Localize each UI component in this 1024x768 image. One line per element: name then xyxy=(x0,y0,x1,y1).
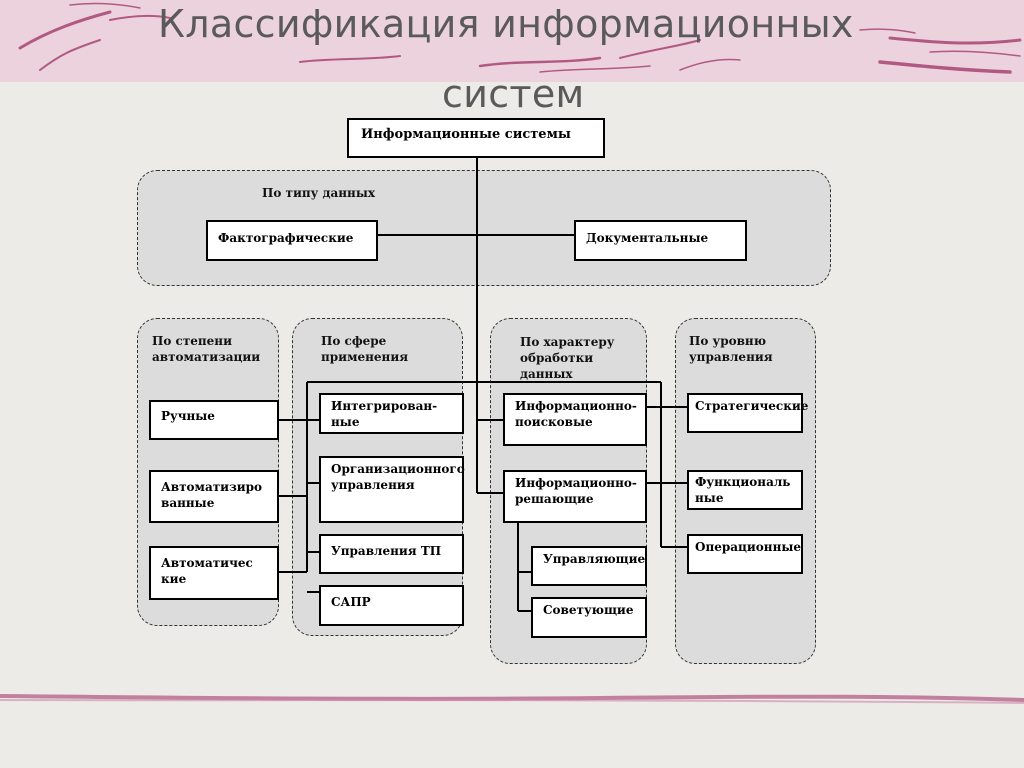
node-automated: Автоматизиро ванные xyxy=(149,470,279,523)
group-label-application: По сфере применения xyxy=(321,334,409,364)
node-advising: Советующие xyxy=(531,597,647,638)
group-label-automation: По степени автоматизации xyxy=(152,334,261,364)
node-factographic: Фактографические xyxy=(206,220,378,261)
node-functional: Функциональ ные xyxy=(687,470,803,510)
node-integrated: Интегрирован- ные xyxy=(319,393,464,434)
group-label-processing: По характеру обработки данных xyxy=(520,335,615,381)
header-banner xyxy=(0,0,1024,82)
page-title: Классификация информационных систем xyxy=(0,0,1024,130)
brush-stroke-decoration xyxy=(18,2,1022,74)
node-controlling: Управляющие xyxy=(531,546,647,586)
node-process-control: Управления ТП xyxy=(319,534,464,574)
node-info-solving: Информационно- решающие xyxy=(503,470,647,523)
node-organizational-management: Организационного управления xyxy=(319,456,465,523)
title-line-2: систем xyxy=(442,72,585,116)
title-line-1: Классификация информационных xyxy=(158,2,854,46)
node-information-systems: Информационные системы xyxy=(347,118,605,158)
node-info-retrieval: Информационно- поисковые xyxy=(503,393,647,446)
node-strategic: Стратегические xyxy=(687,393,808,433)
bottom-brush-stroke xyxy=(0,694,1024,704)
node-documentary: Документальные xyxy=(574,220,747,261)
group-label-management: По уровню управления xyxy=(689,334,773,364)
node-operational: Операционные xyxy=(687,534,803,574)
node-automatic: Автоматичес кие xyxy=(149,546,279,600)
node-manual: Ручные xyxy=(149,400,279,440)
group-label-data-type: По типу данных xyxy=(262,186,376,200)
node-cad: САПР xyxy=(319,585,464,626)
